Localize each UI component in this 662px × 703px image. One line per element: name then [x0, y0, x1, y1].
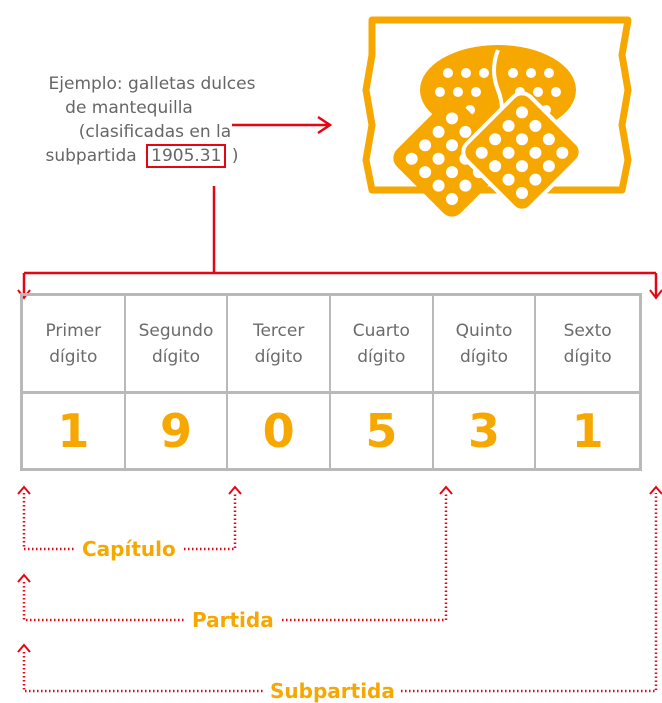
digit-value-1: 1 — [23, 394, 126, 468]
digit-value-4: 5 — [331, 394, 434, 468]
digit-label-line-1: Cuarto — [352, 320, 410, 341]
example-suffix: ) — [231, 146, 239, 166]
digit-value-6: 1 — [571, 404, 604, 458]
digit-label-line-2: dígito — [459, 346, 509, 367]
digit-label-6: Sexto dígito — [536, 296, 639, 394]
example-prefix: subpartida — [45, 146, 137, 166]
digit-label-3: Tercer dígito — [228, 296, 331, 394]
pointer-arrow — [232, 115, 333, 135]
digit-label-line-2: dígito — [151, 346, 201, 367]
digit-label-line-2: dígito — [357, 346, 406, 367]
arrow-down-left-icon — [17, 289, 31, 300]
digit-value-3: 0 — [228, 394, 331, 468]
digit-label-text: Tercer dígito — [253, 318, 304, 370]
digit-label-line-1: Primer — [45, 320, 102, 341]
digit-label-line-1: Tercer — [252, 320, 305, 341]
digit-value-2: 9 — [126, 394, 229, 468]
example-line-2: de mantequilla — [65, 98, 193, 118]
arrow-up-icon — [439, 485, 453, 495]
digit-label-2: Segundo dígito — [125, 296, 229, 394]
subheading-label: Subpartida — [264, 679, 401, 703]
digit-label-line-2: dígito — [563, 346, 612, 367]
arrow-up-icon — [228, 485, 242, 495]
digit-label-text: Primer dígito — [45, 318, 101, 370]
digit-label-4: Cuarto dígito — [330, 296, 434, 394]
digit-label-text: Sexto dígito — [564, 318, 612, 370]
digit-label-line-2: dígito — [49, 346, 98, 367]
arrow-up-icon — [17, 485, 31, 495]
arrow-up-icon — [17, 643, 31, 653]
digit-label-text: Cuarto dígito — [353, 318, 410, 370]
digit-label-line-2: dígito — [254, 346, 303, 367]
example-line-4: subpartida 1905.31 ) — [20, 144, 290, 168]
heading-label: Partida — [186, 608, 280, 632]
example-code-box: 1905.31 — [146, 144, 227, 168]
example-description: Ejemplo: galletas dulces de mantequilla … — [20, 72, 290, 168]
arrow-up-icon — [17, 573, 31, 583]
package-of-butter-cookies-icon — [362, 16, 632, 217]
digit-label-line-1: Sexto — [563, 320, 612, 341]
arrow-up-icon — [649, 485, 662, 495]
digit-label-text: Segundo dígito — [139, 318, 214, 370]
subheading-bracket — [22, 493, 658, 693]
arrow-down-right-icon — [649, 289, 662, 300]
example-line-3: (clasificadas en la — [78, 122, 232, 142]
up-arrows — [17, 485, 662, 653]
example-line-1: Ejemplo: galletas dulces — [48, 74, 256, 94]
chapter-label: Capítulo — [76, 537, 182, 561]
digit-label-1: Primer dígito — [23, 296, 126, 394]
digit-label-line-1: Quinto — [455, 320, 513, 341]
digit-value-5: 3 — [434, 394, 537, 468]
digit-label-line-1: Segundo — [138, 320, 214, 341]
code-connector — [17, 186, 662, 300]
group-brackets — [22, 493, 658, 693]
digit-label-5: Quinto dígito — [433, 296, 537, 394]
digit-label-text: Quinto dígito — [456, 318, 513, 370]
